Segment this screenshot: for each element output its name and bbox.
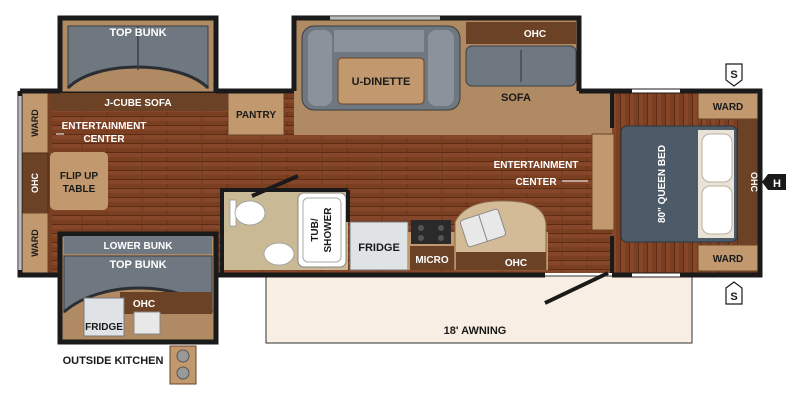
ohc-bunk-label: OHC: [133, 299, 155, 310]
ohc-bunk: [120, 292, 212, 314]
entertainment-center-left-label-1: ENTERTAINMENT: [62, 121, 147, 132]
fridge-label: FRIDGE: [358, 242, 400, 254]
ohc-left-label: OHC: [30, 173, 40, 194]
stabilizer-bottom-label: S: [730, 291, 737, 303]
lower-bunk-label: LOWER BUNK: [104, 241, 174, 252]
outside-fridge-label: FRIDGE: [85, 322, 123, 333]
ward-right-top-label: WARD: [713, 102, 744, 113]
ohc-kitchen: [456, 252, 546, 270]
flip-up-table: [50, 152, 108, 210]
pillow-bottom: [701, 185, 733, 235]
micro: [410, 246, 454, 270]
entertainment-center-right-label-1: ENTERTAINMENT: [494, 160, 579, 171]
pillow-top: [701, 133, 733, 183]
ohc-right: [738, 120, 758, 244]
ohc-top-label: OHC: [524, 29, 546, 40]
tub-shower-label-1: TUB/: [310, 218, 321, 242]
micro-label: MICRO: [415, 255, 449, 266]
stabilizer-bottom-marker: S: [725, 281, 743, 305]
stove: [411, 220, 451, 244]
flip-up-table-label-1: FLIP UP: [60, 171, 98, 182]
u-dinette-label: U-DINETTE: [352, 76, 411, 88]
stabilizer-top-label: S: [730, 69, 737, 81]
dinette-table: [337, 57, 425, 105]
ohc-top: [466, 22, 576, 44]
bath-sink: [263, 242, 295, 266]
entertainment-center-left-label-2: CENTER: [83, 134, 125, 145]
fridge: [349, 221, 409, 271]
ohc-right-label: OHC: [749, 172, 759, 193]
stabilizer-top-marker: S: [725, 63, 743, 87]
ohc-kitchen-label: OHC: [505, 258, 527, 269]
outside-kitchen-label: OUTSIDE KITCHEN: [63, 355, 164, 367]
awning-label: 18' AWNING: [444, 325, 507, 337]
ward-left-bottom-label: WARD: [30, 229, 40, 257]
pantry-label: PANTRY: [236, 110, 276, 121]
awning: [265, 275, 693, 344]
ward-right-bottom: [697, 244, 759, 272]
flip-up-table-label-2: TABLE: [63, 184, 96, 195]
outside-fridge: [83, 297, 125, 337]
toilet: [234, 200, 266, 226]
lower-bunk: [64, 236, 212, 254]
j-cube-sofa: [52, 93, 228, 111]
entertainment-center-right-label-2: CENTER: [515, 177, 557, 188]
sofa-label: SOFA: [501, 92, 531, 104]
pantry: [227, 92, 285, 136]
entertainment-center-right: [591, 133, 615, 231]
ward-left-bottom: [19, 212, 49, 274]
ward-right-bottom-label: WARD: [713, 254, 744, 265]
ward-left-top-label: WARD: [30, 109, 40, 137]
queen-bed-label: 80" QUEEN BED: [657, 145, 668, 223]
outside-sink: [133, 311, 161, 335]
ohc-left: [19, 152, 49, 214]
top-bunk-lower-label: TOP BUNK: [109, 259, 166, 271]
tub-shower-label-2: SHOWER: [323, 207, 334, 253]
j-cube-sofa-label: J-CUBE SOFA: [104, 98, 171, 109]
hitch-marker: H: [762, 174, 786, 190]
interior-walls: [220, 93, 614, 305]
hitch-label: H: [773, 178, 781, 190]
ward-left-top: [19, 92, 49, 154]
top-bunk-upper-label: TOP BUNK: [109, 27, 166, 39]
